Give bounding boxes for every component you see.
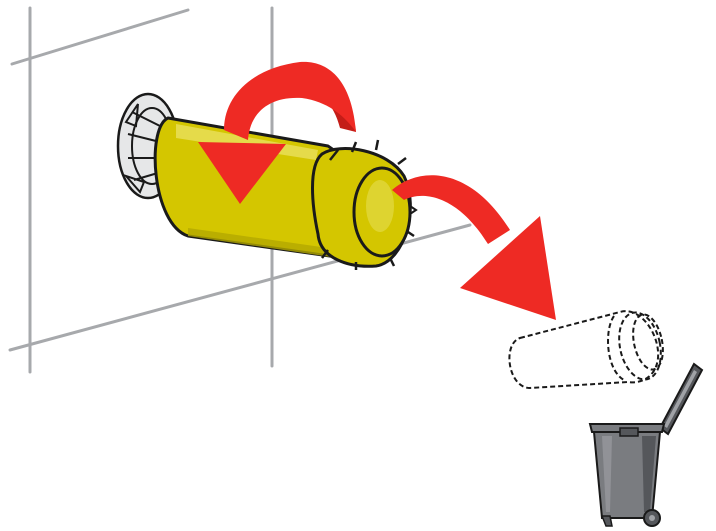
wheelie-trash-bin-icon xyxy=(588,362,704,527)
filter-cartridge-icon xyxy=(153,116,419,270)
cartridge-highlight xyxy=(176,124,318,160)
tile-line-horizontal-top xyxy=(10,8,190,66)
cartridge-shadow xyxy=(188,228,342,258)
remove-arrow-body xyxy=(392,175,510,244)
remove-arrow-head xyxy=(460,216,556,320)
remove-direction-arrow-icon xyxy=(392,175,556,320)
rotate-arrow-body xyxy=(224,61,356,140)
rotate-counterclockwise-arrow-icon xyxy=(198,61,356,204)
dashed-cartridge-outline-icon xyxy=(508,310,664,390)
cartridge-cap-inner xyxy=(366,180,394,232)
rotate-arrow-head xyxy=(198,142,286,204)
